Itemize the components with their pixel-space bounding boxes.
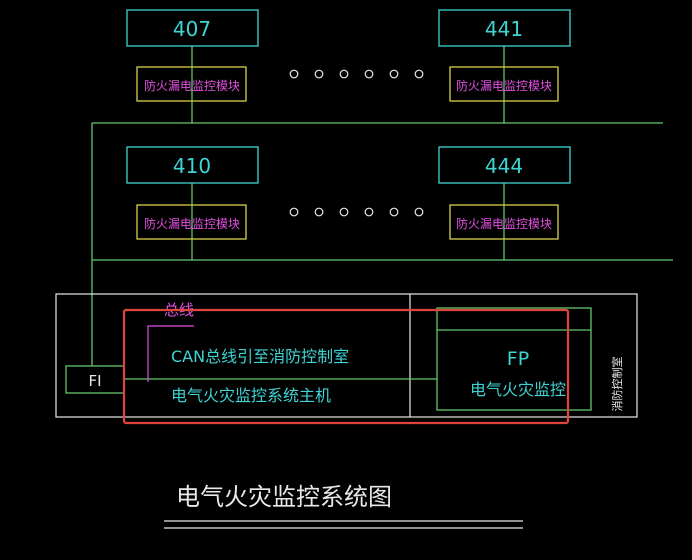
room-label-410: 410 bbox=[173, 154, 211, 178]
ellipsis-circle bbox=[364, 69, 374, 79]
room-box-441 bbox=[438, 9, 571, 47]
can-line1: CAN总线引至消防控制室 bbox=[171, 347, 349, 366]
ellipsis-circle bbox=[314, 207, 324, 217]
ellipsis-circle bbox=[414, 207, 424, 217]
control-room-frame bbox=[55, 293, 638, 418]
ellipsis-circles-row2 bbox=[289, 207, 424, 217]
room-label-407: 407 bbox=[173, 17, 211, 41]
room-box-407 bbox=[126, 9, 259, 47]
bus-leader-line bbox=[147, 325, 194, 382]
ellipsis-circle bbox=[339, 69, 349, 79]
ellipsis-circle bbox=[289, 207, 299, 217]
room-box-444 bbox=[438, 146, 571, 184]
room-label-444: 444 bbox=[485, 154, 523, 178]
module-label-441: 防火漏电监控模块 bbox=[456, 78, 552, 93]
ellipsis-circle bbox=[414, 69, 424, 79]
control-room-label: 消防控制室 bbox=[610, 357, 624, 412]
module-box-441 bbox=[449, 66, 559, 102]
ellipsis-circle bbox=[289, 69, 299, 79]
highlight-rectangle bbox=[122, 308, 570, 425]
fp-sub-label: 电气火灾监控 bbox=[470, 380, 566, 399]
module-label-407: 防火漏电监控模块 bbox=[144, 78, 240, 93]
fp-label: FP bbox=[507, 348, 529, 370]
module-box-444 bbox=[449, 204, 559, 240]
module-label-410: 防火漏电监控模块 bbox=[144, 216, 240, 231]
can-line2: 电气火灾监控系统主机 bbox=[171, 386, 331, 405]
room-label-441: 441 bbox=[485, 17, 523, 41]
ellipsis-circle bbox=[339, 207, 349, 217]
module-box-407 bbox=[136, 66, 247, 102]
ellipsis-circle bbox=[364, 207, 374, 217]
diagram-title: 电气火灾监控系统图 bbox=[176, 483, 392, 511]
ellipsis-circle bbox=[389, 207, 399, 217]
room-box-410 bbox=[126, 146, 259, 184]
fp-box bbox=[436, 307, 592, 411]
ellipsis-circle bbox=[314, 69, 324, 79]
ellipsis-circles-row1 bbox=[289, 69, 424, 79]
module-label-444: 防火漏电监控模块 bbox=[456, 216, 552, 231]
ellipsis-circle bbox=[389, 69, 399, 79]
fi-label: FI bbox=[88, 372, 101, 390]
module-box-410 bbox=[136, 204, 247, 240]
